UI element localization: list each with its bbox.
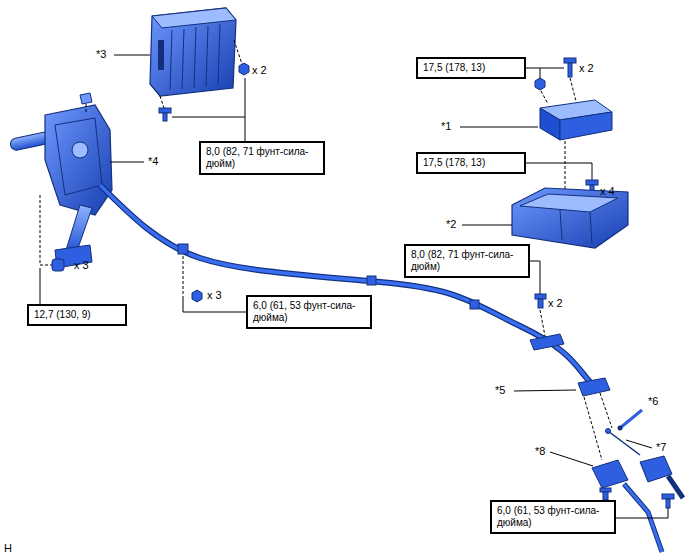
torque-value: 17,5 (178, 13) bbox=[423, 62, 519, 74]
bolt-symbol bbox=[666, 499, 670, 508]
dashed-line bbox=[570, 78, 576, 101]
parking-brake-pedal bbox=[9, 93, 112, 268]
callout-label: x 3 bbox=[207, 289, 222, 302]
leader-line bbox=[462, 225, 512, 226]
bolt-symbol bbox=[535, 294, 546, 299]
bolt-symbol bbox=[159, 108, 171, 113]
leader-line bbox=[540, 68, 541, 79]
leader-line bbox=[110, 162, 144, 163]
module-connector bbox=[158, 40, 164, 70]
callout-label: *6 bbox=[648, 395, 658, 408]
callout-label: *2 bbox=[446, 218, 456, 231]
callout-label: *7 bbox=[656, 441, 666, 454]
callout-label: x 2 bbox=[252, 64, 267, 77]
cable-housing bbox=[592, 460, 628, 488]
torque-box: 17,5 (178, 13) bbox=[416, 57, 526, 79]
pedal-bracket bbox=[45, 105, 112, 215]
bolt-symbol bbox=[586, 180, 598, 185]
leader-line bbox=[40, 268, 41, 304]
leader-line bbox=[460, 127, 538, 128]
torque-box: 12,7 (130, 9) bbox=[27, 304, 127, 326]
dashed-line bbox=[540, 310, 545, 336]
dashed-line bbox=[183, 256, 184, 298]
torque-box: 17,5 (178, 13) bbox=[416, 152, 526, 174]
pin-symbol bbox=[618, 426, 623, 431]
cable-bracket bbox=[530, 334, 564, 350]
leader-line bbox=[550, 452, 593, 466]
dashed-line bbox=[234, 40, 242, 64]
torque-value: 6,0 (61, 53 фунт-сила- дюйма) bbox=[253, 300, 365, 324]
dashed-line bbox=[541, 91, 548, 104]
ecu-side bbox=[540, 108, 560, 140]
module-top bbox=[152, 8, 236, 28]
bolt-symbol bbox=[600, 488, 611, 492]
cable-clamp bbox=[178, 244, 188, 254]
callout-label: x 4 bbox=[600, 185, 615, 198]
callout-label: *1 bbox=[441, 120, 451, 133]
bolt-symbol bbox=[568, 63, 572, 77]
leader-line bbox=[526, 68, 564, 69]
nut-symbol bbox=[52, 259, 64, 271]
retainer-bracket bbox=[578, 378, 610, 396]
leader-line bbox=[114, 55, 150, 56]
leader-line bbox=[616, 508, 668, 518]
control-module bbox=[150, 8, 236, 96]
leader-line bbox=[245, 78, 246, 141]
leader-line bbox=[514, 390, 576, 391]
callout-label: *4 bbox=[148, 155, 158, 168]
leader-line bbox=[172, 117, 245, 118]
leader-line bbox=[526, 163, 592, 180]
torque-box: 6,0 (61, 53 фунт-сила- дюйма) bbox=[246, 295, 372, 329]
bolt-symbol bbox=[662, 494, 674, 499]
cable-clamp bbox=[367, 276, 376, 285]
nut-symbol bbox=[239, 63, 249, 75]
bolt-symbol bbox=[603, 492, 608, 500]
torque-box: 8,0 (82, 71 фунт-сила- дюйм) bbox=[199, 141, 325, 175]
torque-value: 6,0 (61, 53 фунт-сила- дюйма) bbox=[497, 505, 609, 529]
pin-symbol bbox=[620, 410, 642, 428]
leader-line bbox=[626, 440, 652, 448]
pedal-pivot bbox=[72, 142, 88, 158]
torque-value: 8,0 (82, 71 фунт-сила- дюйм) bbox=[411, 249, 523, 273]
callout-label: x 3 bbox=[74, 259, 89, 272]
pedal-detail bbox=[55, 118, 102, 195]
callout-label: *5 bbox=[495, 384, 505, 397]
cable-clamp bbox=[470, 300, 479, 309]
clip-symbol bbox=[80, 93, 92, 104]
ecu-front bbox=[560, 112, 612, 140]
callout-label: H bbox=[4, 542, 12, 555]
bolt-symbol bbox=[564, 58, 576, 63]
bolt-symbol bbox=[538, 299, 543, 308]
dashed-line bbox=[86, 104, 87, 112]
callout-label: x 2 bbox=[579, 62, 594, 75]
callout-label: *3 bbox=[96, 48, 106, 61]
dashed-line bbox=[584, 397, 602, 460]
nut-symbol bbox=[192, 290, 202, 302]
bolt-symbol bbox=[163, 113, 167, 121]
dashed-line bbox=[40, 195, 52, 265]
torque-box: 6,0 (61, 53 фунт-сила- дюйма) bbox=[490, 500, 616, 534]
torque-value: 8,0 (82, 71 фунт-сила- дюйм) bbox=[206, 146, 318, 170]
torque-value: 12,7 (130, 9) bbox=[34, 309, 120, 321]
bracket-detail bbox=[560, 210, 592, 244]
callout-label: x 2 bbox=[548, 297, 563, 310]
torque-box: 8,0 (82, 71 фунт-сила- дюйм) bbox=[404, 244, 530, 278]
dashed-line bbox=[565, 141, 566, 192]
dashed-line bbox=[160, 96, 164, 108]
torque-value: 17,5 (178, 13) bbox=[423, 157, 519, 169]
dashed-line bbox=[600, 393, 612, 428]
ecu-unit bbox=[540, 100, 612, 140]
callout-label: *8 bbox=[535, 445, 545, 458]
leader-line bbox=[530, 261, 540, 294]
module-body bbox=[150, 8, 236, 96]
module-ribs bbox=[170, 24, 220, 90]
cable-end bbox=[606, 429, 611, 434]
nut-symbol bbox=[535, 78, 545, 90]
